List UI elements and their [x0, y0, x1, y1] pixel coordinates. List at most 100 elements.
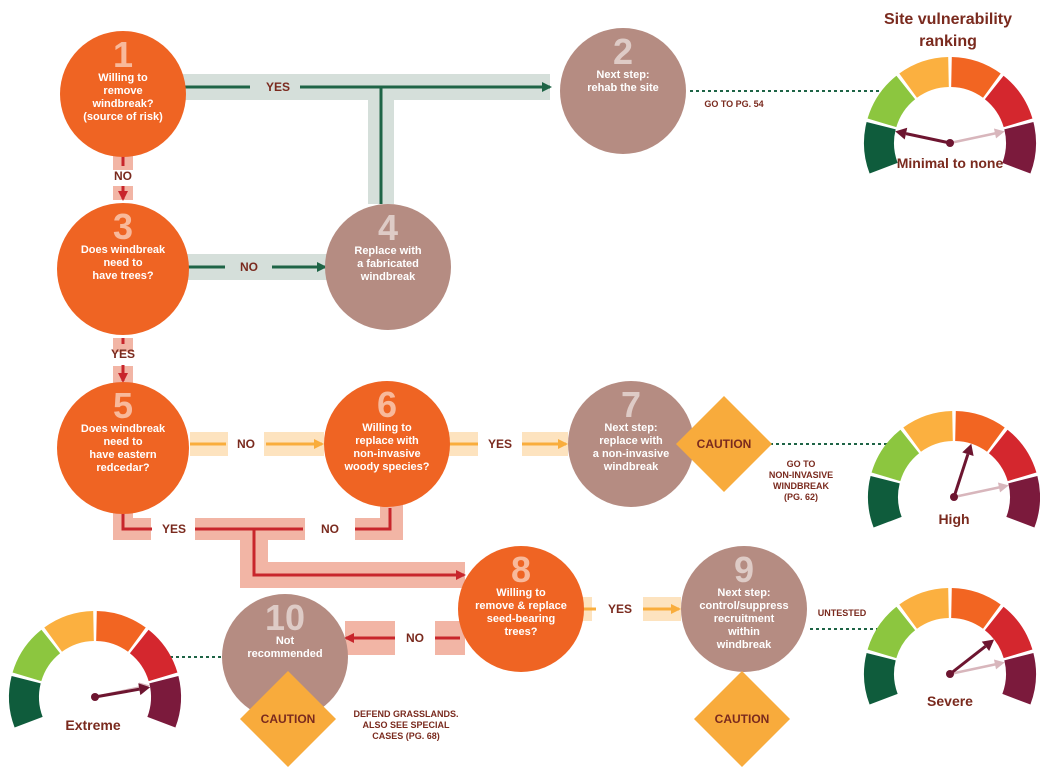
gauge-segment [951, 588, 1001, 629]
node-text-line: Willing to [496, 587, 546, 599]
gauge-label: Extreme [65, 717, 120, 733]
node-circle [222, 594, 348, 720]
gauge-segment [867, 75, 916, 128]
caution-diamond-9: CAUTION [694, 671, 790, 767]
caution-diamond-shape [240, 671, 336, 767]
node-text-line: trees? [504, 626, 537, 638]
caution-label: CAUTION [715, 712, 770, 726]
node-text-line: seed-bearing [487, 613, 555, 625]
node-text-line: Replace with [354, 245, 422, 257]
caution-label: CAUTION [697, 437, 752, 451]
node-text-line: need to [103, 257, 142, 269]
note-untested: UNTESTED [818, 608, 867, 618]
gauge-label: Minimal to none [897, 155, 1004, 171]
gauge-segment [864, 122, 898, 174]
gauge-label: Severe [927, 693, 973, 709]
edge-labels: YES NO NO YES NO YES YES NO YES NO [111, 80, 632, 645]
node-number: 4 [378, 207, 398, 248]
node-text-line: Next step: [717, 587, 770, 599]
gauge-ghost-needle [949, 131, 998, 145]
node-circle [568, 381, 694, 507]
node-text-line: Willing to [98, 72, 148, 84]
caution-diamond-10: CAUTION [240, 671, 336, 767]
gauge-needle [94, 687, 140, 699]
gauge-extreme: Extreme [9, 611, 182, 733]
node-text-line: windbreak [360, 271, 416, 283]
node-number: 5 [113, 385, 133, 426]
connector-bands [113, 74, 681, 655]
gauge-segment [1006, 476, 1040, 528]
node-text-line: within [727, 626, 760, 638]
gauge-pivot [91, 693, 99, 701]
gauge-needle-arrowhead [981, 639, 995, 652]
gauge-segment [9, 676, 43, 728]
gauge-ghost-arrowhead [993, 128, 1005, 139]
caution-diamond-7: CAUTION [676, 396, 772, 492]
node-text-line: control/suppress [699, 600, 788, 612]
gauge-segment [984, 75, 1033, 128]
gauge-pivot [946, 139, 954, 147]
node-circle [324, 381, 450, 507]
node-text-line: Does windbreak [81, 423, 166, 435]
note-line: UNTESTED [818, 608, 867, 618]
gauge-segment [12, 629, 61, 682]
node-number: 8 [511, 549, 531, 590]
node-text-line: rehab the site [587, 82, 659, 94]
note-line: CASES (PG. 68) [372, 731, 440, 741]
node-text-line: non-invasive [353, 448, 420, 460]
node-text-line: Does windbreak [81, 244, 166, 256]
gauge-segment [867, 606, 916, 659]
node-text-line: remove [103, 85, 142, 97]
note-line: GO TO PG. 54 [704, 99, 763, 109]
node-text-line: have eastern [89, 449, 157, 461]
node-text-line: have trees? [92, 270, 153, 282]
edge-label-yes-6-7: YES [488, 437, 512, 451]
node-text-line: (source of risk) [83, 111, 163, 123]
node-circle [458, 546, 584, 672]
note-line: ALSO SEE SPECIAL [362, 720, 450, 730]
node-number: 2 [613, 31, 633, 72]
node-text-line: Next step: [596, 69, 649, 81]
gauge-needle-arrowhead [962, 443, 974, 457]
edge-label-no-6-8: NO [321, 522, 339, 536]
gauge-segment [1002, 653, 1036, 705]
gauge-segment [96, 611, 146, 652]
node-text-line: windbreak? [91, 98, 153, 110]
gauge-needle [952, 453, 970, 498]
caution-diamond-shape [694, 671, 790, 767]
note-line: (PG. 62) [784, 492, 818, 502]
gauge-segment [871, 429, 920, 482]
note-go-to-pg-54: GO TO PG. 54 [704, 99, 763, 109]
gauge-segment [868, 476, 902, 528]
node-text-line: replace with [599, 435, 663, 447]
gauge-needle [949, 645, 987, 676]
node-circle [60, 31, 186, 157]
node-text-line: woody species? [344, 461, 430, 473]
note-line: NON-INVASIVE [769, 470, 833, 480]
ranking-title: Site vulnerability ranking [884, 11, 1012, 50]
gauge-needle [905, 132, 951, 145]
gauge-needle-arrowhead [895, 127, 908, 140]
gauge-ghost-arrowhead [993, 659, 1005, 670]
gauge-segment [44, 611, 94, 652]
gauge-segment [903, 411, 953, 452]
gauge-minimal: Minimal to none [864, 57, 1036, 174]
node-number: 1 [113, 34, 133, 75]
edge-label-yes-5-8: YES [162, 522, 186, 536]
gauge-pivot [950, 493, 958, 501]
gauge-label: High [938, 511, 969, 527]
node-number: 9 [734, 549, 754, 590]
node-circle [325, 204, 451, 330]
caution-label: CAUTION [261, 712, 316, 726]
node-number: 10 [265, 597, 305, 638]
gauge-segment [955, 411, 1005, 452]
node-text-line: windbreak [603, 461, 659, 473]
ranking-title-line-1: Site vulnerability [884, 11, 1012, 28]
gauge-segment [147, 676, 182, 728]
gauge-segment [1002, 122, 1036, 174]
gauge-segment [129, 629, 178, 682]
